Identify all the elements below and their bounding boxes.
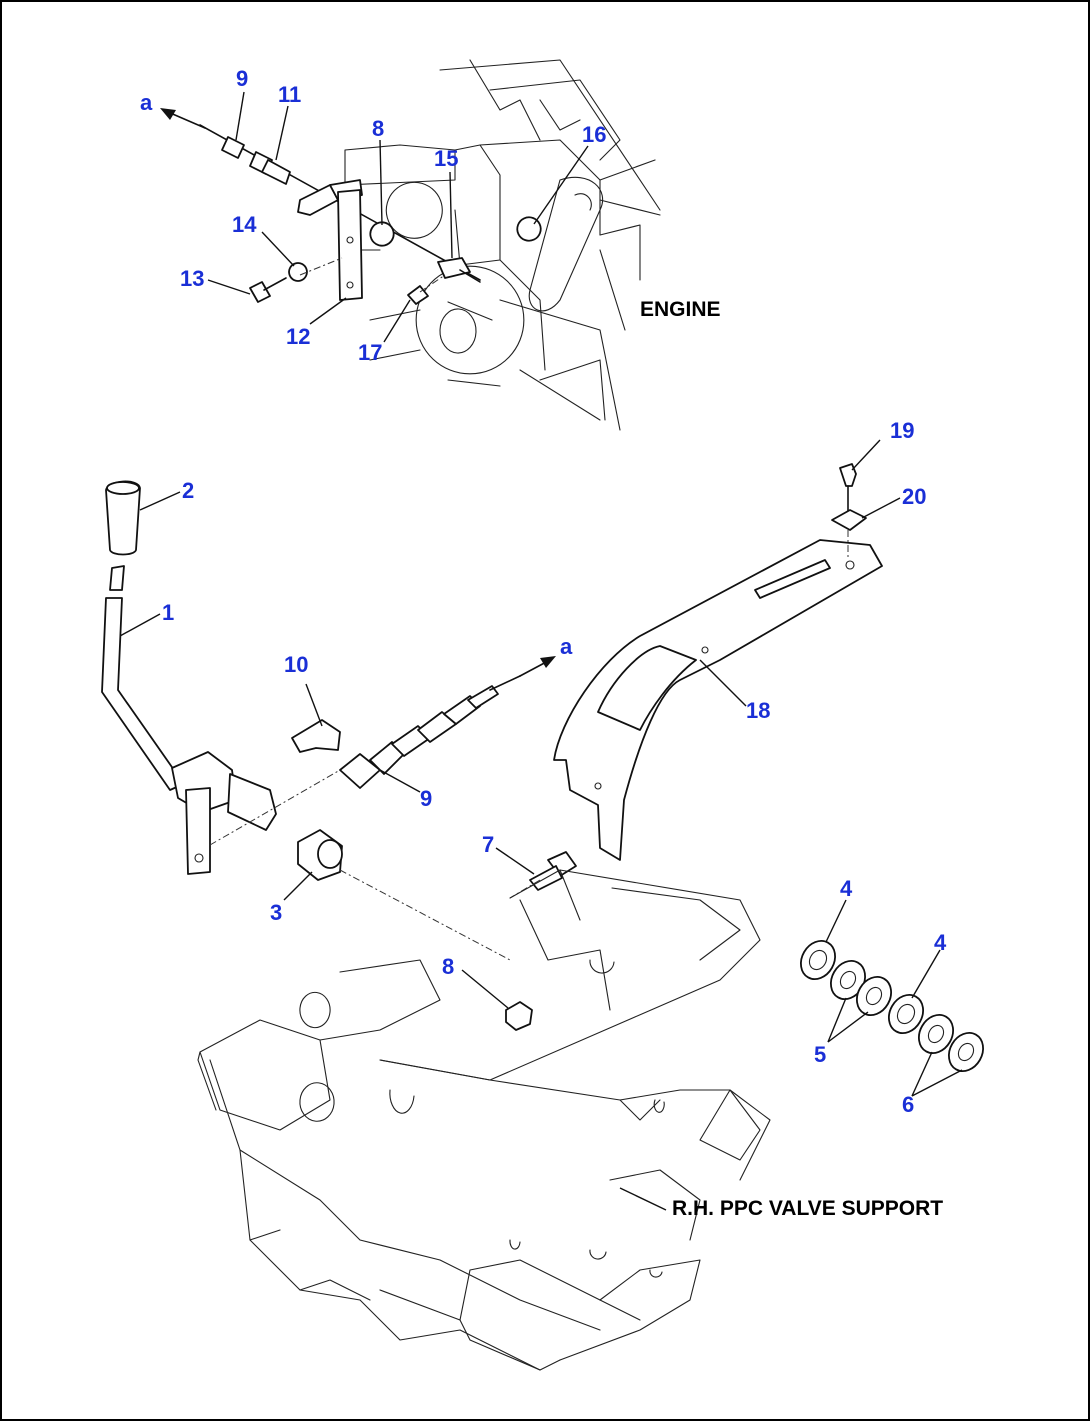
washer-20 bbox=[831, 509, 867, 560]
callout-4-left: 4 bbox=[840, 876, 853, 901]
bearing-6a bbox=[918, 1014, 954, 1054]
clip-10 bbox=[291, 719, 341, 753]
nut-16 bbox=[516, 216, 542, 242]
ppc-valve-support bbox=[197, 869, 771, 1371]
callout-10: 10 bbox=[284, 652, 308, 677]
callout-a-top: a bbox=[140, 90, 153, 115]
arrow-a-mid bbox=[519, 656, 556, 677]
callout-5: 5 bbox=[814, 1042, 826, 1067]
callout-8-top: 8 bbox=[372, 116, 384, 141]
callout-2: 2 bbox=[182, 478, 194, 503]
seal-5b bbox=[856, 976, 892, 1016]
callout-4-right: 4 bbox=[934, 930, 947, 955]
callout-18: 18 bbox=[746, 698, 770, 723]
callout-9-top: 9 bbox=[236, 66, 248, 91]
callout-14: 14 bbox=[232, 212, 257, 237]
lever-1 bbox=[101, 565, 277, 875]
callout-1: 1 bbox=[162, 600, 174, 625]
bolt-13 bbox=[249, 277, 287, 303]
seal-4-left bbox=[800, 940, 836, 980]
callout-labels: a 9 11 8 15 16 14 13 12 17 19 20 2 1 a 1… bbox=[140, 66, 947, 1117]
cable-assembly-top bbox=[199, 124, 542, 283]
callout-17: 17 bbox=[358, 340, 382, 365]
cable-end-9-top bbox=[221, 136, 245, 159]
bracket-18 bbox=[553, 539, 883, 861]
callout-15: 15 bbox=[434, 146, 458, 171]
leader-lines bbox=[119, 91, 963, 1211]
callout-a-mid: a bbox=[560, 634, 573, 659]
seal-4-right bbox=[888, 994, 924, 1034]
callout-16: 16 bbox=[582, 122, 606, 147]
callout-7: 7 bbox=[482, 832, 494, 857]
bearing-6b bbox=[948, 1032, 984, 1072]
cable-end-9-mid bbox=[339, 675, 521, 789]
callout-3: 3 bbox=[270, 900, 282, 925]
washer-14 bbox=[288, 262, 308, 282]
callout-9-mid: 9 bbox=[420, 786, 432, 811]
knob-2 bbox=[105, 480, 141, 556]
callout-8-low: 8 bbox=[442, 954, 454, 979]
bracket-12 bbox=[337, 189, 363, 301]
callout-20: 20 bbox=[902, 484, 926, 509]
engine-caption: ENGINE bbox=[640, 298, 721, 321]
engine-outline bbox=[344, 59, 661, 431]
collar-8-low bbox=[505, 1001, 533, 1031]
nut-11 bbox=[261, 159, 291, 185]
bushing-3 bbox=[297, 829, 343, 881]
lever-shaft bbox=[227, 773, 277, 831]
callout-11: 11 bbox=[278, 82, 301, 107]
lever-plate bbox=[185, 787, 211, 875]
callout-19: 19 bbox=[890, 418, 914, 443]
callout-12: 12 bbox=[286, 324, 310, 349]
callout-13: 13 bbox=[180, 266, 204, 291]
screw-19 bbox=[839, 463, 857, 513]
arrow-a-top bbox=[160, 108, 206, 129]
washer-8-top bbox=[369, 221, 395, 247]
callout-6: 6 bbox=[902, 1092, 914, 1117]
support-caption: R.H. PPC VALVE SUPPORT bbox=[672, 1197, 943, 1220]
